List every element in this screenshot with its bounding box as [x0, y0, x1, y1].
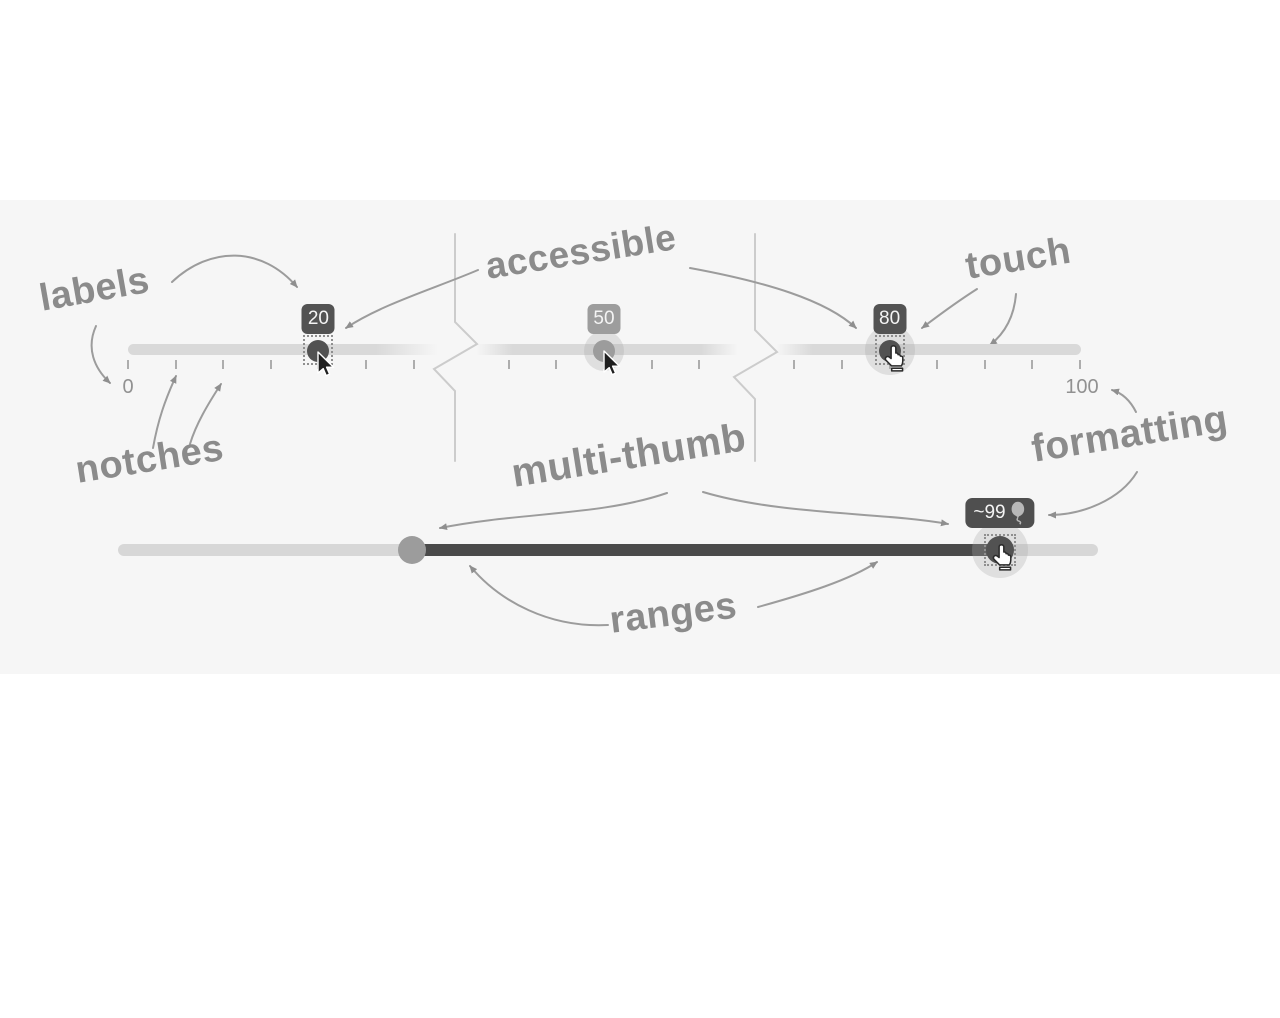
slider-pip	[365, 360, 367, 369]
value-tooltip-20: 20	[301, 304, 335, 334]
slider-pip	[936, 360, 939, 369]
slider-pip	[412, 360, 415, 369]
pips-slider-track-segment-3[interactable]	[776, 344, 1081, 355]
range-thumb-low[interactable]	[398, 536, 426, 564]
slider-min-label: 0	[122, 376, 134, 398]
slider-pip	[698, 360, 701, 369]
slider-pip	[269, 360, 272, 369]
slider-pip	[127, 360, 129, 369]
slider-thumb-20[interactable]	[307, 340, 330, 362]
slider-pip	[555, 360, 558, 369]
slider-pip	[793, 360, 796, 369]
slider-pip	[222, 360, 225, 369]
balloon-icon	[1011, 501, 1025, 525]
slider-max-label: 100	[1065, 376, 1099, 398]
slider-pip	[507, 360, 510, 369]
value-tooltip-80: 80	[873, 304, 907, 334]
slider-thumb-50[interactable]	[593, 340, 615, 362]
slider-thumb-80[interactable]	[878, 340, 901, 362]
slider-pip	[174, 360, 177, 369]
value-tooltip-50: 50	[587, 304, 621, 334]
range-fill[interactable]	[412, 544, 1000, 556]
slider-pip	[983, 360, 986, 369]
slider-pip	[1031, 360, 1034, 369]
formatted-value-tooltip: ~99	[965, 498, 1035, 528]
range-thumb-high[interactable]	[986, 536, 1014, 564]
formatted-value-text: ~99	[973, 502, 1006, 523]
pips-slider-track-segment-1[interactable]	[128, 344, 438, 355]
slider-pip	[1079, 360, 1081, 369]
slider-pip	[650, 360, 653, 369]
slider-pip	[841, 360, 843, 369]
